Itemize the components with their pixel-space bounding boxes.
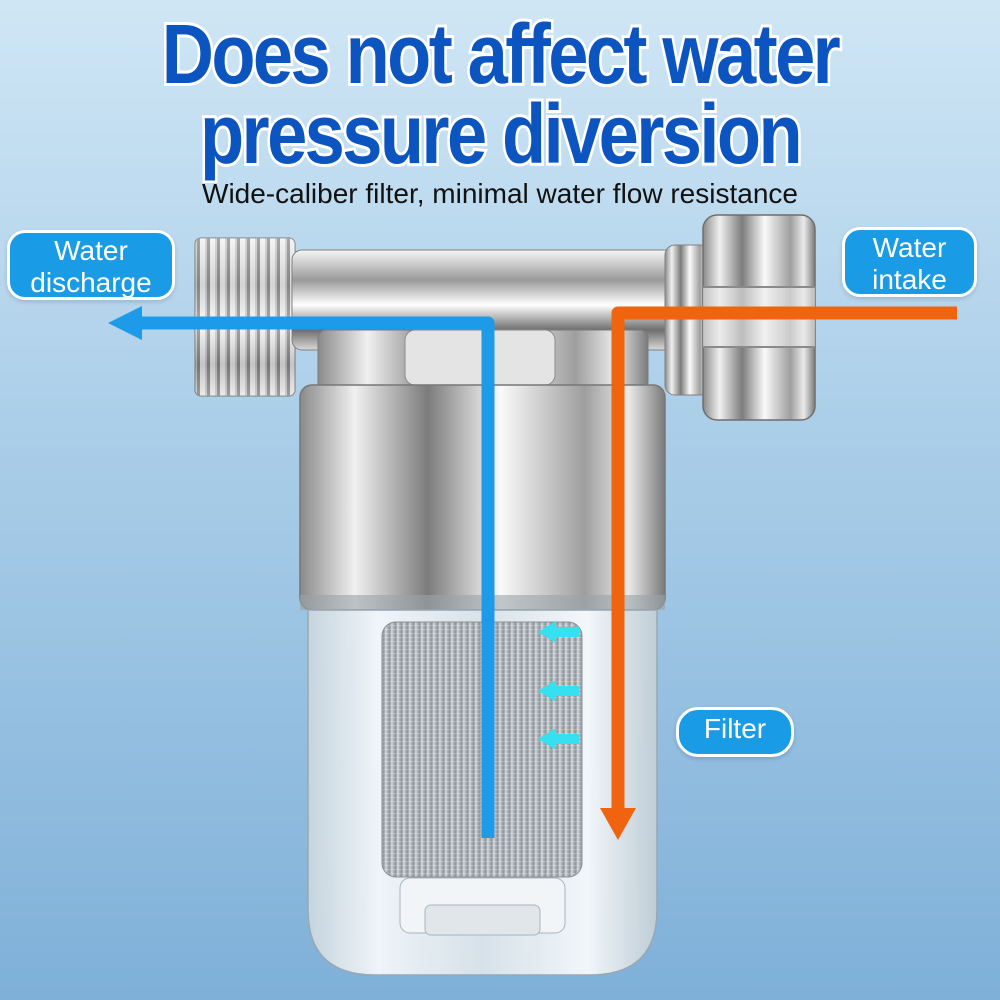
water-intake-label-line1: Water xyxy=(872,232,947,263)
subtitle: Wide-caliber filter, minimal water flow … xyxy=(202,178,798,209)
water-intake-label: Water intake xyxy=(842,227,977,297)
water-discharge-label: Water discharge xyxy=(7,230,175,300)
filter-label: Filter xyxy=(676,707,794,757)
filter-flow-arrow-icon xyxy=(538,621,579,643)
intake-arrow-icon xyxy=(600,808,636,840)
discharge-arrow-icon xyxy=(108,306,142,340)
discharge-flow-line xyxy=(108,306,495,838)
intake-flow-line xyxy=(600,306,957,840)
filter-flow-arrow-icon xyxy=(538,680,579,702)
filter-flow-arrow-icon xyxy=(538,728,579,750)
water-intake-label-line2: intake xyxy=(872,264,947,295)
headline-line-2: pressure diversion xyxy=(197,87,805,181)
water-discharge-label-line2: discharge xyxy=(30,267,152,298)
headline-line-1: Does not affect water xyxy=(159,7,843,101)
filter-arrows xyxy=(538,621,579,750)
water-discharge-label-line1: Water xyxy=(54,235,128,266)
